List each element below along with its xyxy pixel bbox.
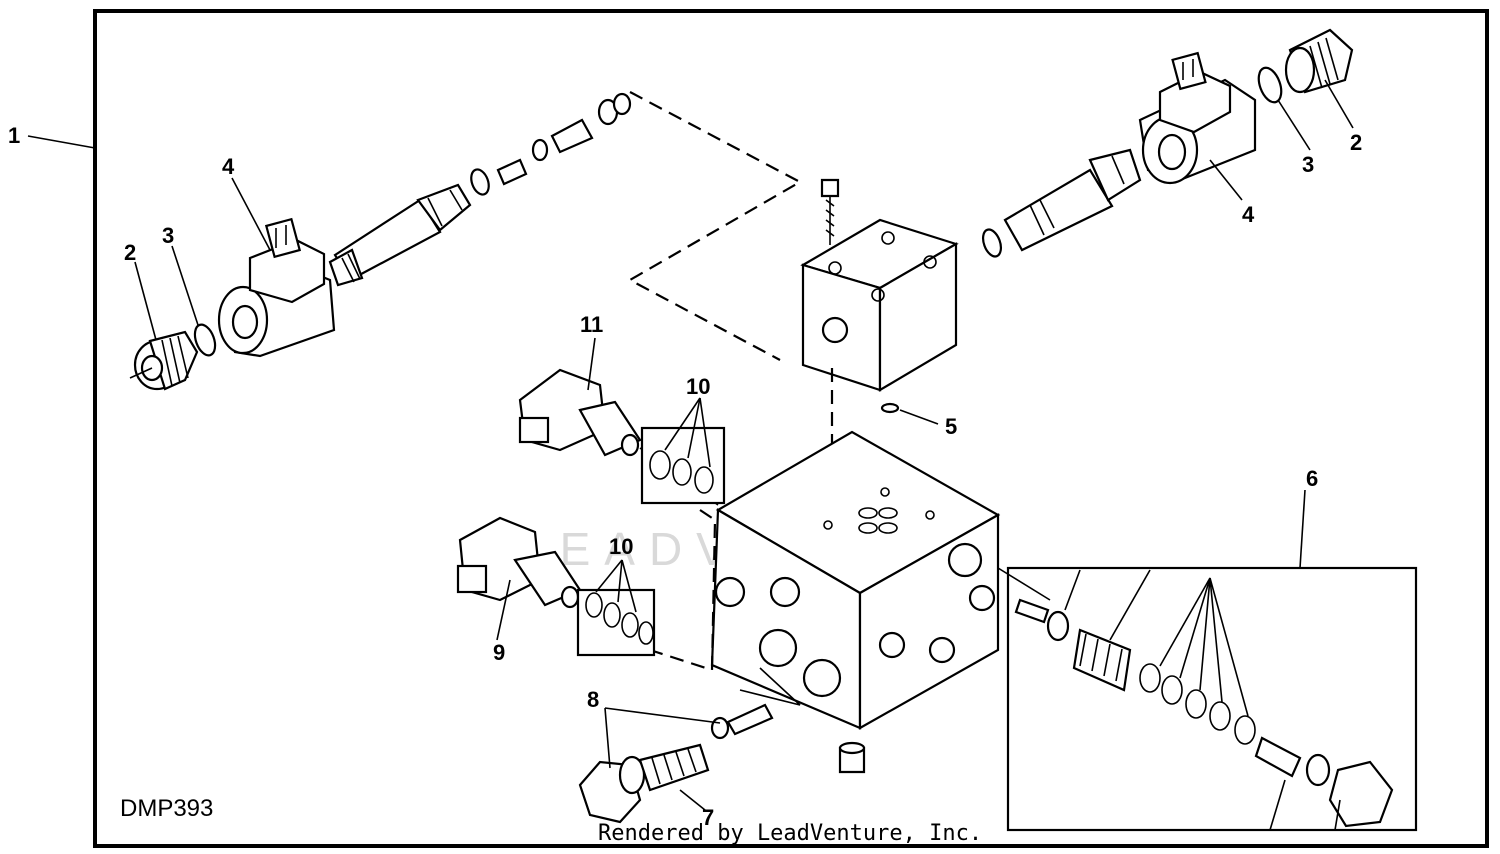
diagram-frame xyxy=(93,9,1489,848)
callout-2-left: 2 xyxy=(124,240,136,265)
upper-small-solenoid-valve xyxy=(518,368,719,506)
left-o-ring xyxy=(193,323,217,357)
right-o-ring-small xyxy=(981,228,1003,258)
callout-3-right: 3 xyxy=(1302,152,1314,177)
relief-kit-box xyxy=(997,566,1418,832)
callout-3-left: 3 xyxy=(162,223,174,248)
upper-valve-block xyxy=(800,178,959,392)
callout-4-left: 4 xyxy=(222,154,235,179)
relief-valve-parts-left xyxy=(578,703,774,824)
left-spring xyxy=(496,158,528,186)
left-seal-ring xyxy=(470,168,490,196)
right-cartridge-valve xyxy=(1003,148,1142,252)
left-solenoid-assembly xyxy=(129,92,632,391)
right-solenoid-assembly xyxy=(981,28,1354,258)
diagram-code: DMP393 xyxy=(120,795,213,822)
callout-2-right: 2 xyxy=(1350,130,1362,155)
callout-10-upper: 10 xyxy=(686,374,710,399)
right-o-ring xyxy=(1257,66,1283,104)
callout-7: 7 xyxy=(702,805,714,830)
right-knurled-nut xyxy=(1284,28,1354,94)
left-spool xyxy=(550,118,594,154)
upper-seal-kit xyxy=(640,397,726,505)
callout-10-lower: 10 xyxy=(609,534,633,559)
left-solenoid-coil xyxy=(217,217,336,358)
lower-small-solenoid-valve xyxy=(456,516,582,609)
left-washer xyxy=(531,138,549,162)
left-cartridge-valve xyxy=(328,183,472,287)
left-knurled-nut xyxy=(129,330,199,391)
small-o-ring xyxy=(880,402,900,414)
callout-1: 1 xyxy=(8,123,20,148)
callout-8: 8 xyxy=(587,687,599,712)
callout-4-right: 4 xyxy=(1242,202,1255,227)
render-credit: Rendered by LeadVenture, Inc. xyxy=(598,821,982,846)
callout-9: 9 xyxy=(493,640,505,665)
left-assembly-leader xyxy=(627,91,803,361)
lower-seal-kit xyxy=(576,559,656,657)
right-solenoid-coil xyxy=(1138,51,1257,185)
callout-11: 11 xyxy=(580,312,603,337)
left-end-seal xyxy=(612,92,632,116)
callout-6: 6 xyxy=(1306,466,1318,491)
callout-5: 5 xyxy=(945,414,957,439)
main-manifold-block xyxy=(710,430,1001,774)
